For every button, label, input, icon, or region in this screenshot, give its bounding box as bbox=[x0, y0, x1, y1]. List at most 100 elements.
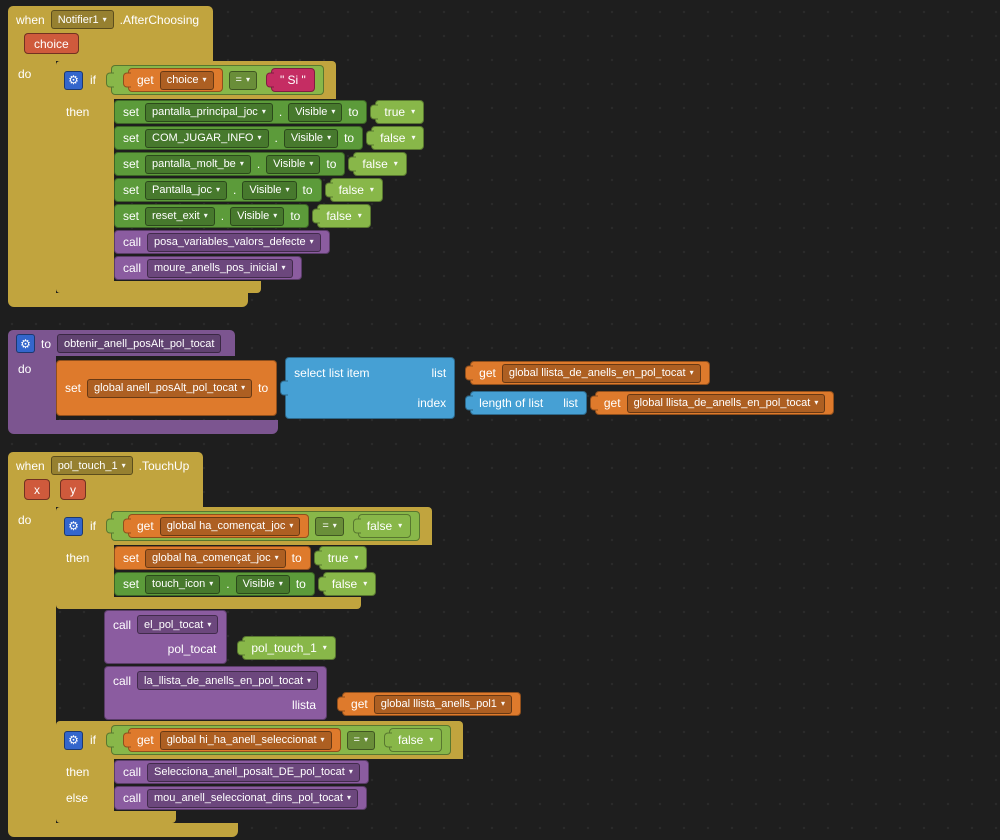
argument-label: llista bbox=[292, 697, 317, 712]
operator-dropdown[interactable]: =▾ bbox=[315, 516, 344, 536]
dropdown-value: global llista_de_anells_en_pol_tocat bbox=[633, 397, 811, 409]
component-dropdown[interactable]: reset_exit▾ bbox=[145, 206, 215, 226]
when-notifier1-afterchoosing-event-block[interactable]: when Notifier1 ▾ .AfterChoosing choice d… bbox=[8, 6, 425, 307]
get-variable-block[interactable]: get global llista_de_anells_en_pol_tocat… bbox=[594, 391, 835, 415]
dropdown-arrow-icon: ▾ bbox=[102, 14, 107, 24]
component-dropdown[interactable]: touch_icon▾ bbox=[145, 574, 221, 594]
property-dropdown[interactable]: Visible▾ bbox=[283, 128, 339, 148]
get-variable-block[interactable]: get choice ▾ bbox=[128, 68, 223, 92]
call-procedure-block[interactable]: call Selecciona_anell_posalt_DE_pol_toca… bbox=[114, 760, 369, 784]
equals-compare-block[interactable]: get global ha_començat_joc▾ =▾ false▾ bbox=[111, 511, 421, 541]
select-list-item-block[interactable]: select list item list index get global l… bbox=[285, 357, 835, 419]
event-param-choice[interactable]: choice bbox=[24, 33, 79, 54]
property-dropdown[interactable]: Visible▾ bbox=[266, 154, 321, 174]
logic-boolean-block[interactable]: false▾ bbox=[371, 126, 425, 150]
dropdown-value: Visible bbox=[249, 184, 282, 196]
procedure-dropdown[interactable]: el_pol_tocat▾ bbox=[137, 615, 219, 634]
variable-dropdown[interactable]: global llista_anells_pol1▾ bbox=[373, 694, 512, 714]
component-dropdown[interactable]: pantalla_molt_be▾ bbox=[145, 154, 251, 174]
variable-dropdown[interactable]: global llista_de_anells_en_pol_tocat▾ bbox=[626, 393, 826, 413]
procedure-dropdown[interactable]: moure_anells_pos_inicial▾ bbox=[147, 258, 293, 278]
logic-boolean-block[interactable]: true▾ bbox=[375, 100, 425, 124]
statement-row: set touch_icon▾ . Visible▾ to false▾ bbox=[114, 572, 377, 596]
call-procedure-block[interactable]: call moure_anells_pos_inicial▾ bbox=[114, 256, 302, 280]
call-procedure-with-args-block[interactable]: call el_pol_tocat▾ pol_tocat pol_touch_1… bbox=[104, 610, 336, 664]
set-component-property-block[interactable]: set pantalla_molt_be▾ . Visible▾ to bbox=[114, 152, 346, 176]
to-label: to bbox=[348, 105, 359, 119]
equals-compare-block[interactable]: get global hi_ha_anell_seleccionat▾ =▾ f… bbox=[111, 725, 452, 755]
dot-label: . bbox=[226, 577, 230, 591]
procedure-dropdown[interactable]: posa_variables_valors_defecte▾ bbox=[147, 232, 321, 252]
variable-dropdown[interactable]: global ha_començat_joc▾ bbox=[159, 516, 301, 536]
get-variable-block[interactable]: get global ha_començat_joc▾ bbox=[128, 514, 310, 538]
get-variable-block[interactable]: get global hi_ha_anell_seleccionat▾ bbox=[128, 728, 341, 752]
call-procedure-with-args-block[interactable]: call la_llista_de_anells_en_pol_tocat▾ l… bbox=[104, 666, 521, 720]
set-component-property-block[interactable]: set Pantalla_joc▾ . Visible▾ to bbox=[114, 178, 322, 202]
to-label: to bbox=[302, 183, 313, 197]
if-block[interactable]: ⚙ if get global ha_començat_joc▾ =▾ fals… bbox=[56, 507, 433, 609]
when-poltouch1-touchup-event-block[interactable]: when pol_touch_1 ▾ .TouchUp x y do ⚙ bbox=[8, 452, 521, 837]
equals-compare-block[interactable]: get choice ▾ = ▾ " Si bbox=[111, 65, 324, 95]
if-else-block[interactable]: ⚙ if get global hi_ha_anell_seleccionat▾… bbox=[56, 721, 464, 823]
mutator-gear-icon[interactable]: ⚙ bbox=[64, 516, 83, 536]
event-param-x[interactable]: x bbox=[24, 479, 50, 500]
variable-dropdown[interactable]: choice ▾ bbox=[159, 70, 214, 90]
logic-boolean-block[interactable]: false▾ bbox=[353, 152, 407, 176]
operator-dropdown[interactable]: = ▾ bbox=[228, 70, 257, 90]
boolean-value: false bbox=[331, 577, 358, 591]
procedure-definition-block[interactable]: ⚙ to obtenir_anell_posAlt_pol_tocat do s… bbox=[8, 330, 835, 434]
procedure-dropdown[interactable]: mou_anell_seleccionat_dins_pol_tocat▾ bbox=[147, 788, 358, 808]
dropdown-arrow-icon: ▾ bbox=[278, 579, 283, 588]
component-dropdown[interactable]: pantalla_principal_joc▾ bbox=[145, 102, 273, 122]
logic-boolean-block[interactable]: true▾ bbox=[318, 546, 368, 570]
dropdown-value: global llista_anells_pol1 bbox=[380, 698, 497, 710]
logic-boolean-block[interactable]: false▾ bbox=[329, 178, 383, 202]
if-label: if bbox=[90, 519, 96, 533]
component-dropdown[interactable]: pol_touch_1 ▾ bbox=[50, 456, 133, 475]
call-procedure-block[interactable]: call posa_variables_valors_defecte▾ bbox=[114, 230, 330, 254]
variable-dropdown[interactable]: global llista_de_anells_en_pol_tocat▾ bbox=[501, 363, 701, 383]
get-variable-block[interactable]: get global llista_anells_pol1▾ bbox=[342, 692, 521, 716]
component-dropdown[interactable]: Pantalla_joc▾ bbox=[145, 180, 227, 200]
do-spine: do bbox=[8, 61, 56, 293]
dropdown-arrow-icon: ▾ bbox=[411, 133, 416, 142]
statement-row: set pantalla_principal_joc▾ . Visible▾ t… bbox=[114, 100, 425, 124]
component-dropdown[interactable]: COM_JUGAR_INFO▾ bbox=[145, 128, 269, 148]
dropdown-value: la_llista_de_anells_en_pol_tocat bbox=[144, 674, 304, 687]
set-global-variable-block[interactable]: set global ha_començat_joc▾ to bbox=[114, 546, 311, 570]
if-block[interactable]: ⚙ if get choice ▾ = bbox=[56, 61, 425, 293]
set-component-property-block[interactable]: set COM_JUGAR_INFO▾ . Visible▾ to bbox=[114, 126, 364, 150]
logic-boolean-block[interactable]: false▾ bbox=[357, 514, 412, 538]
variable-dropdown[interactable]: global hi_ha_anell_seleccionat▾ bbox=[159, 730, 332, 750]
variable-dropdown[interactable]: global ha_començat_joc▾ bbox=[145, 548, 286, 568]
property-dropdown[interactable]: Visible▾ bbox=[288, 102, 343, 122]
logic-boolean-block[interactable]: false▾ bbox=[389, 728, 443, 752]
set-global-variable-block[interactable]: set global anell_posAlt_pol_tocat▾ to bbox=[56, 360, 278, 416]
index-socket: length of list list get global llista_de… bbox=[462, 391, 835, 415]
property-dropdown[interactable]: Visible▾ bbox=[235, 574, 290, 594]
get-variable-block[interactable]: get global llista_de_anells_en_pol_tocat… bbox=[470, 361, 710, 385]
set-component-property-block[interactable]: set pantalla_principal_joc▾ . Visible▾ t… bbox=[114, 100, 368, 124]
logic-boolean-block[interactable]: false▾ bbox=[322, 572, 377, 596]
mutator-gear-icon[interactable]: ⚙ bbox=[16, 334, 35, 353]
mutator-gear-icon[interactable]: ⚙ bbox=[64, 730, 83, 750]
property-dropdown[interactable]: Visible▾ bbox=[242, 180, 297, 200]
set-component-property-block[interactable]: set touch_icon▾ . Visible▾ to bbox=[114, 572, 315, 596]
mutator-gear-icon[interactable]: ⚙ bbox=[64, 70, 83, 90]
component-dropdown[interactable]: Notifier1 ▾ bbox=[50, 10, 114, 29]
procedure-dropdown[interactable]: la_llista_de_anells_en_pol_tocat▾ bbox=[137, 671, 319, 690]
set-component-property-block[interactable]: set reset_exit▾ . Visible▾ to bbox=[114, 204, 310, 228]
procedure-dropdown[interactable]: Selecciona_anell_posalt_DE_pol_tocat▾ bbox=[147, 762, 360, 782]
event-param-y[interactable]: y bbox=[60, 479, 86, 500]
call-procedure-block[interactable]: call mou_anell_seleccionat_dins_pol_toca… bbox=[114, 786, 367, 810]
text-string-block[interactable]: " Si " bbox=[270, 68, 315, 92]
variable-dropdown[interactable]: global anell_posAlt_pol_tocat▾ bbox=[87, 378, 253, 398]
property-dropdown[interactable]: Visible▾ bbox=[230, 206, 285, 226]
length-of-list-block[interactable]: length of list list bbox=[470, 391, 587, 415]
logic-boolean-block[interactable]: false▾ bbox=[317, 204, 371, 228]
component-dropdown-block[interactable]: pol_touch_1▾ bbox=[242, 636, 336, 660]
operator-dropdown[interactable]: =▾ bbox=[346, 730, 375, 750]
procedure-name-field[interactable]: obtenir_anell_posAlt_pol_tocat bbox=[57, 334, 222, 353]
length-of-list-label: length of list bbox=[479, 396, 544, 410]
